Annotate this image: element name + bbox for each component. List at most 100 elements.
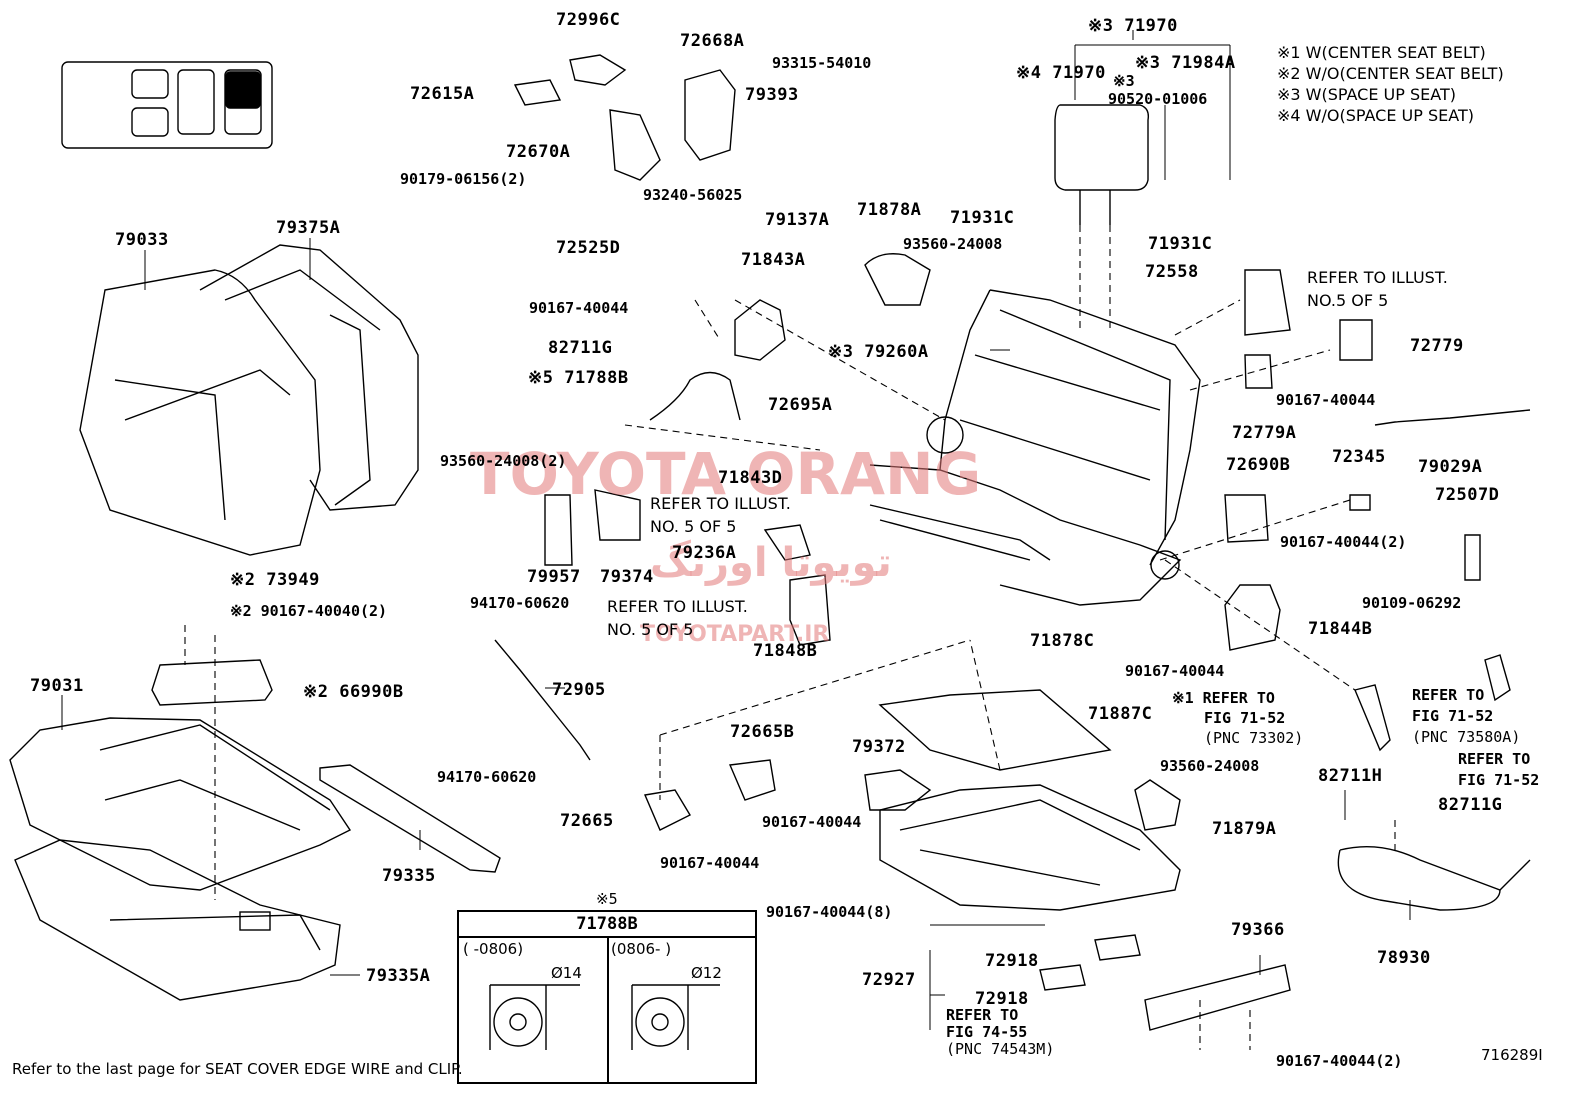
- refer-note[interactable]: REFER TO FIG 71-52 (PNC 73580A): [1412, 685, 1520, 748]
- inset-left-range: ( -0806): [463, 940, 524, 958]
- part-label[interactable]: 93240-56025: [643, 186, 743, 204]
- part-label[interactable]: ※4 71970: [1016, 63, 1106, 83]
- refer-note-line: ※1 REFER TO: [1172, 689, 1275, 707]
- part-label[interactable]: 94170-60620: [470, 594, 570, 612]
- seat-cushion-drawing: [9, 717, 352, 1001]
- part-label[interactable]: 72665: [560, 811, 614, 831]
- part-label[interactable]: 79375A: [276, 218, 341, 238]
- part-label[interactable]: 79335A: [366, 966, 431, 986]
- part-label[interactable]: 72668A: [680, 31, 745, 51]
- part-label[interactable]: 90167-40044: [529, 299, 629, 317]
- leader-lines: [61, 30, 1411, 1030]
- refer-note-line: NO.5 OF 5: [1307, 291, 1389, 310]
- legend-item: ※2 W/O(CENTER SEAT BELT): [1277, 64, 1504, 83]
- assembly-guide-lines: [184, 225, 1396, 1050]
- refer-note-line: (PNC 73302): [1204, 729, 1304, 747]
- part-label[interactable]: 71843D: [718, 468, 783, 488]
- part-label[interactable]: 72345: [1332, 447, 1386, 467]
- refer-note[interactable]: REFER TO ILLUST. NO.5 OF 5: [1307, 266, 1448, 312]
- part-label[interactable]: 90167-40044: [762, 813, 862, 831]
- refer-note-line: NO. 5 OF 5: [650, 517, 737, 536]
- part-label[interactable]: 71843A: [741, 250, 806, 270]
- part-label[interactable]: 71931C: [1148, 234, 1213, 254]
- part-label[interactable]: ※3 79260A: [828, 342, 929, 362]
- part-label[interactable]: 72695A: [768, 395, 833, 415]
- part-label[interactable]: 71844B: [1308, 619, 1373, 639]
- inset-left-diameter: Ø14: [551, 964, 582, 982]
- part-label[interactable]: 72525D: [556, 238, 621, 258]
- refer-note[interactable]: REFER TO ILLUST. NO. 5 OF 5: [650, 492, 791, 538]
- part-label[interactable]: 71887C: [1088, 704, 1153, 724]
- part-label[interactable]: 94170-60620: [437, 768, 537, 786]
- inset-right-range: (0806- ): [611, 940, 672, 958]
- part-label[interactable]: 93560-24008: [903, 235, 1003, 253]
- part-label[interactable]: 90179-06156(2): [400, 170, 527, 188]
- part-label[interactable]: 72918: [985, 951, 1039, 971]
- part-label[interactable]: 72615A: [410, 84, 475, 104]
- part-label[interactable]: 78930: [1377, 948, 1431, 968]
- part-label[interactable]: 72779A: [1232, 423, 1297, 443]
- part-label[interactable]: 71848B: [753, 641, 818, 661]
- refer-note[interactable]: REFER TO FIG 71-52: [1458, 749, 1539, 791]
- part-label[interactable]: 82711H: [1318, 766, 1383, 786]
- refer-note-line: FIG 71-52: [1204, 709, 1286, 727]
- legend-item: ※4 W/O(SPACE UP SEAT): [1277, 106, 1474, 125]
- seat-frame-drawing: [869, 289, 1201, 606]
- inset-mark: ※5: [596, 890, 618, 908]
- part-label[interactable]: 79372: [852, 737, 906, 757]
- part-label[interactable]: ※3: [1113, 72, 1135, 90]
- part-label[interactable]: 93315-54010: [772, 54, 872, 72]
- part-label[interactable]: 72665B: [730, 722, 795, 742]
- part-label[interactable]: 90520-01006: [1108, 90, 1208, 108]
- part-label[interactable]: 79957: [527, 567, 581, 587]
- part-label[interactable]: 90167-40044(8): [766, 903, 893, 921]
- seatback-cushion-drawing: [79, 244, 419, 556]
- inset-title[interactable]: 71788B: [459, 912, 755, 938]
- part-label[interactable]: 79236A: [672, 543, 737, 563]
- part-label[interactable]: ※2 66990B: [303, 682, 404, 702]
- part-label[interactable]: 71931C: [950, 208, 1015, 228]
- refer-note-line: REFER TO ILLUST.: [650, 494, 791, 513]
- part-label[interactable]: 90167-40044: [660, 854, 760, 872]
- part-label[interactable]: 93560-24008: [1160, 757, 1260, 775]
- part-label[interactable]: ※3 71970: [1088, 16, 1178, 36]
- part-label[interactable]: 79029A: [1418, 457, 1483, 477]
- refer-note[interactable]: REFER TO FIG 74-55 (PNC 74543M): [946, 1007, 1054, 1058]
- part-label[interactable]: 71878A: [857, 200, 922, 220]
- part-label[interactable]: ※2 90167-40040(2): [230, 602, 388, 620]
- part-label[interactable]: 79033: [115, 230, 169, 250]
- figure-id: 716289I: [1481, 1046, 1543, 1064]
- part-label[interactable]: 72507D: [1435, 485, 1500, 505]
- part-label[interactable]: 72918: [975, 989, 1029, 1009]
- part-label[interactable]: 90167-40044: [1276, 391, 1376, 409]
- part-label[interactable]: 79031: [30, 676, 84, 696]
- part-label[interactable]: 72690B: [1226, 455, 1291, 475]
- part-label[interactable]: ※3 71984A: [1135, 53, 1236, 73]
- part-label[interactable]: 90167-40044(2): [1276, 1052, 1403, 1070]
- part-label[interactable]: 72996C: [556, 10, 621, 30]
- refer-note[interactable]: REFER TO ILLUST. NO. 5 OF 5: [607, 595, 748, 641]
- part-label[interactable]: 79366: [1231, 920, 1285, 940]
- part-label[interactable]: 82711G: [548, 338, 613, 358]
- part-label[interactable]: 72670A: [506, 142, 571, 162]
- part-label[interactable]: 79137A: [765, 210, 830, 230]
- part-label[interactable]: ※5 71788B: [528, 368, 629, 388]
- part-label[interactable]: 71879A: [1212, 819, 1277, 839]
- part-label[interactable]: 72927: [862, 970, 916, 990]
- part-label[interactable]: 90167-40044: [1125, 662, 1225, 680]
- part-label[interactable]: 72905: [552, 680, 606, 700]
- part-label[interactable]: 82711G: [1438, 795, 1503, 815]
- part-label[interactable]: 79335: [382, 866, 436, 886]
- part-label[interactable]: 90109-06292: [1362, 594, 1462, 612]
- refer-note[interactable]: ※1 REFER TO FIG 71-52 (PNC 73302): [1172, 688, 1303, 748]
- part-label[interactable]: ※2 73949: [230, 570, 320, 590]
- part-label[interactable]: 72558: [1145, 262, 1199, 282]
- footer-note: Refer to the last page for SEAT COVER ED…: [12, 1060, 463, 1078]
- part-label[interactable]: 72779: [1410, 336, 1464, 356]
- part-label[interactable]: 71878C: [1030, 631, 1095, 651]
- part-label[interactable]: 79374: [600, 567, 654, 587]
- part-label[interactable]: 79393: [745, 85, 799, 105]
- part-label[interactable]: 93560-24008(2): [440, 452, 567, 470]
- part-label[interactable]: 90167-40044(2): [1280, 533, 1407, 551]
